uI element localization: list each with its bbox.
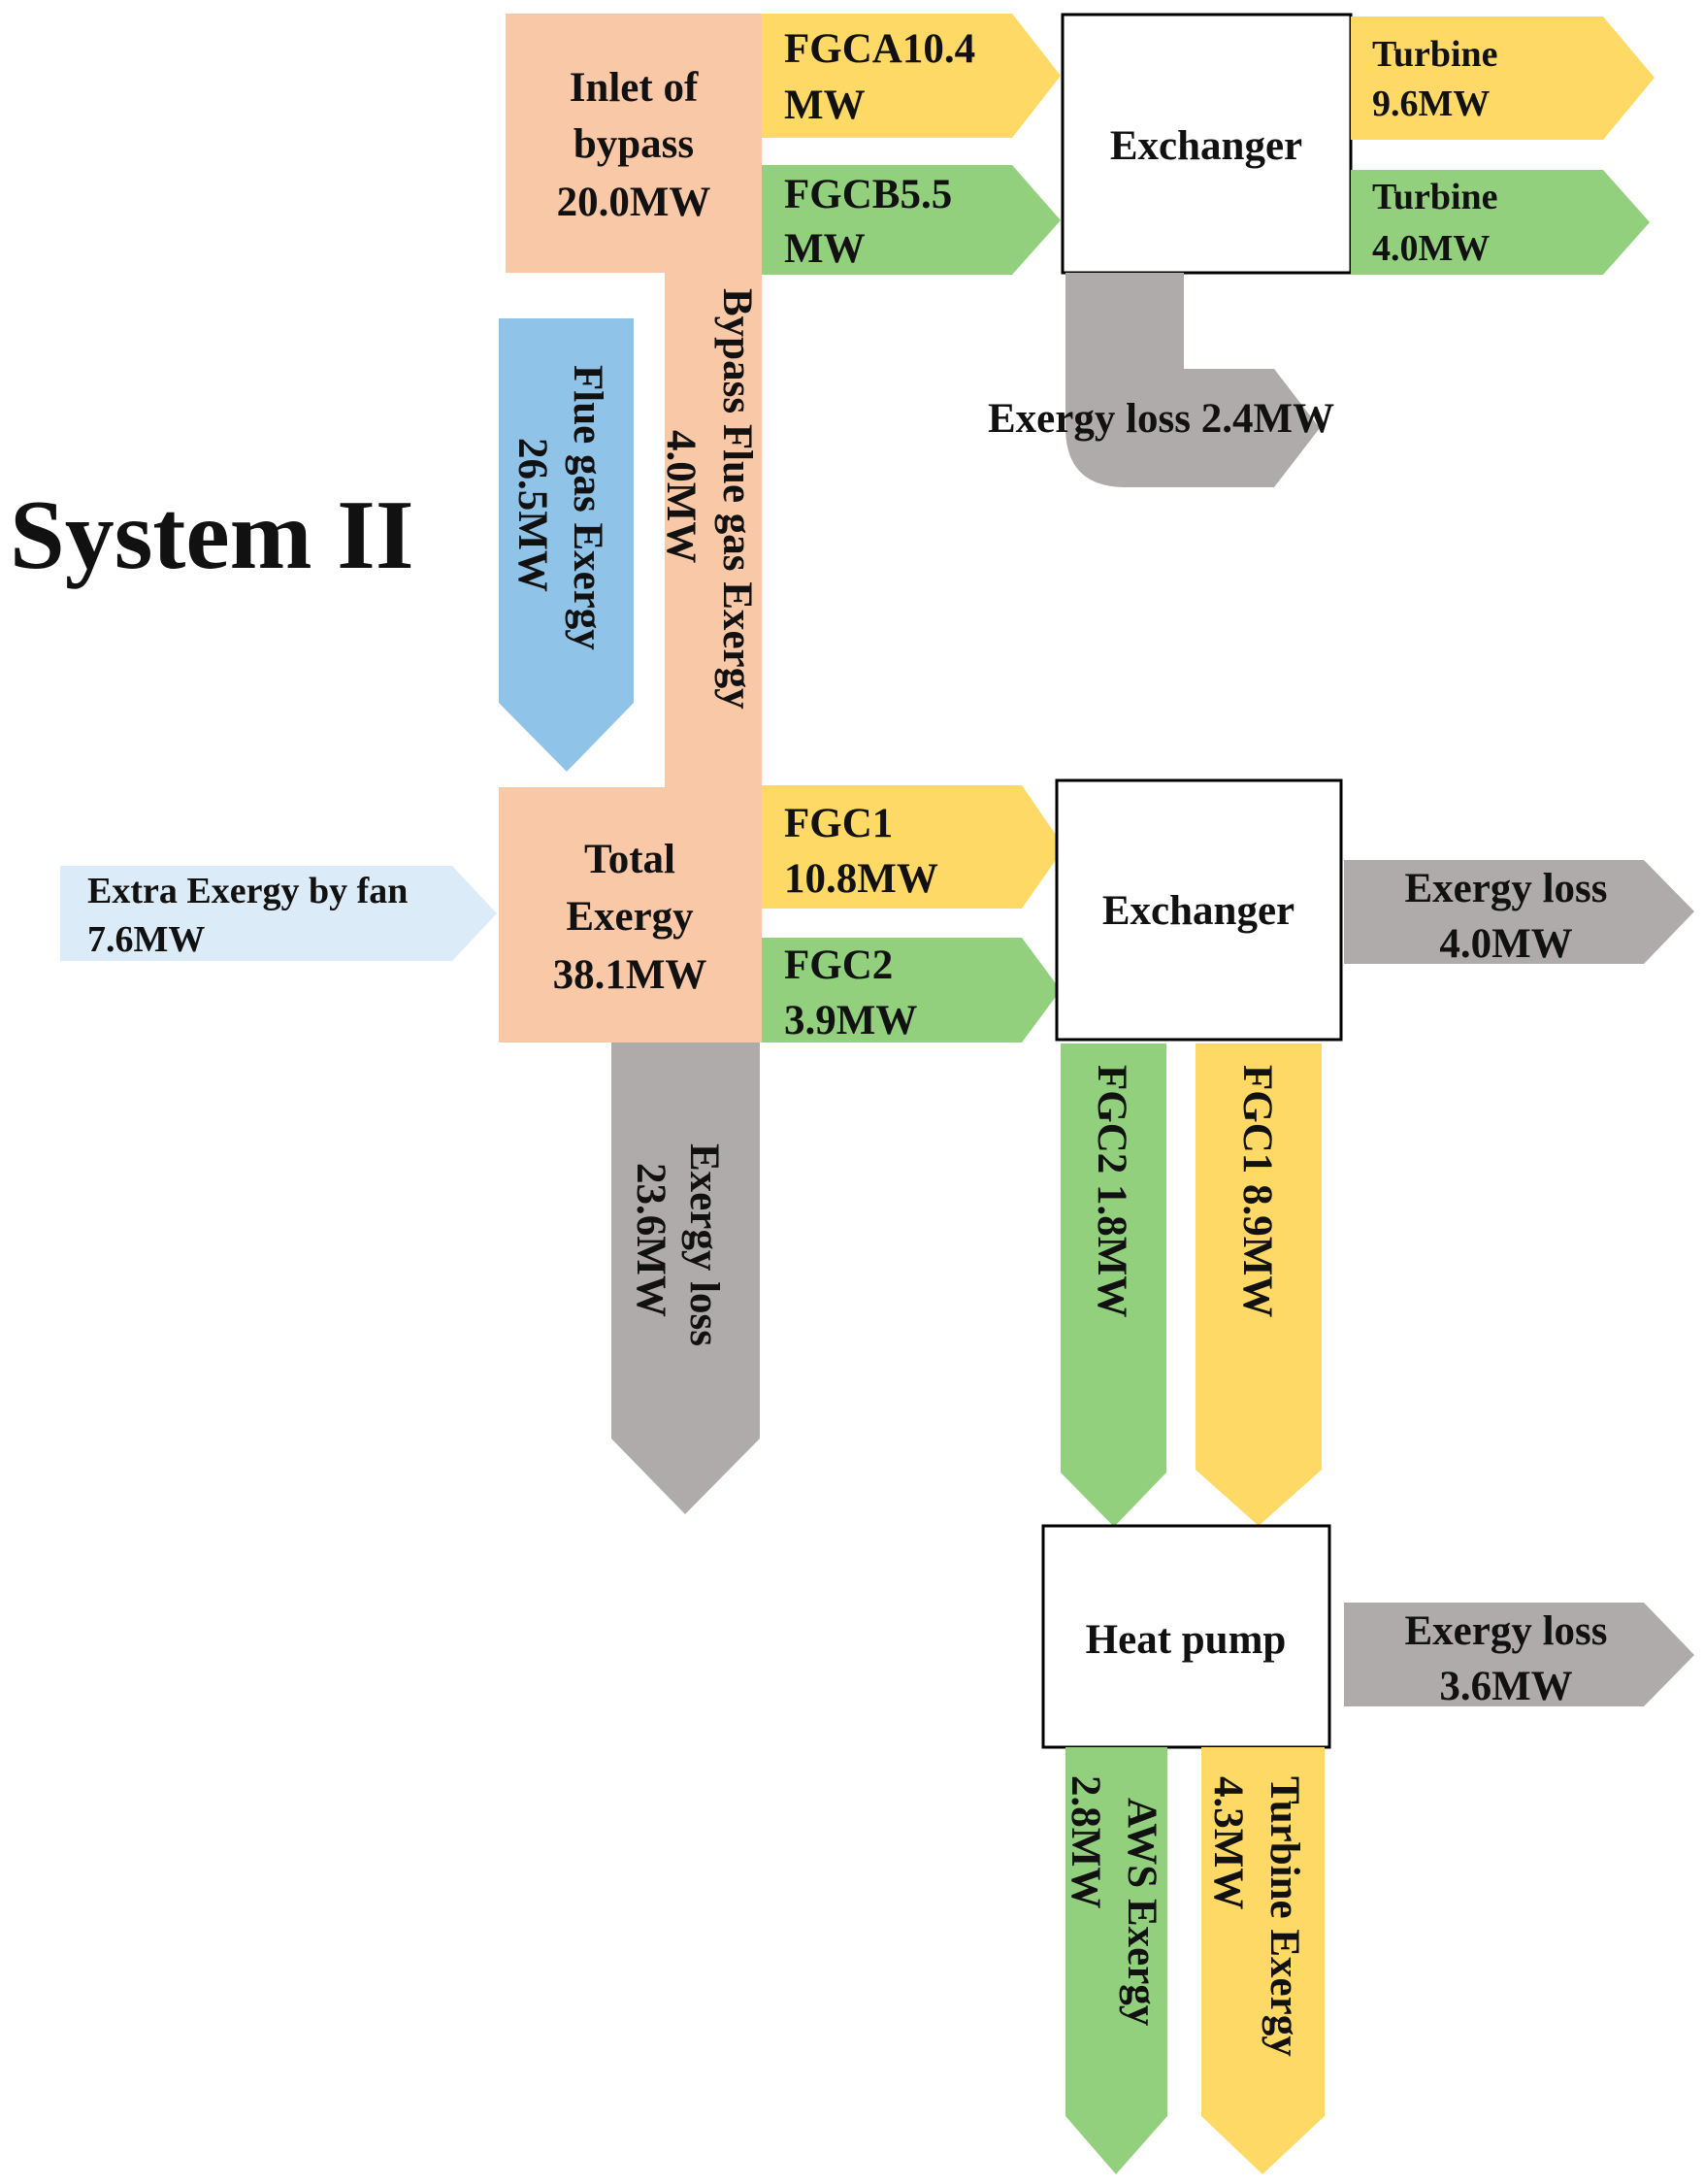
turbine-top2-label: Turbine [1372,177,1498,217]
turbine-exergy-arrow [1201,1747,1325,2174]
exchanger-mid-loss-label: Exergy loss [1404,866,1607,911]
heat-pump-loss-arrow [1344,1603,1694,1706]
turbine-top1-label: Turbine [1372,34,1498,75]
flue-gas-value: 26.5MW [509,438,555,592]
heat-pump-loss-value: 3.6MW [1439,1664,1572,1709]
fgca-label-line2: MW [784,83,866,128]
exchanger-top-loss-arrow [1065,273,1320,487]
fgc2-label: FGC2 [784,943,893,988]
exchanger-top-loss-label: Exergy loss 2.4MW [988,396,1334,442]
fgc1-label: FGC1 [784,801,893,846]
fgca-arrow [762,14,1061,138]
fgcb-label-line1: FGCB5.5 [784,172,952,217]
heat-pump-label: Heat pump [1086,1617,1287,1663]
fgc1-down-label: FGC1 8.9MW [1234,1065,1280,1317]
exchanger-mid-loss-arrow [1344,860,1694,964]
fgc1-arrow [762,785,1065,909]
total-label-line1: Total [584,837,675,882]
inlet-value: 20.0MW [557,180,711,225]
aws-value: 2.8MW [1063,1775,1108,1908]
fgc1-down-arrow [1196,1043,1322,1526]
inlet-label-line2: bypass [573,121,694,167]
fgc1-value: 10.8MW [784,856,938,902]
total-loss-value: 23.6MW [628,1163,673,1317]
bypass-flue-label: Bypass Flue gas Exergy [714,288,760,710]
flue-gas-exergy-arrow [499,318,634,772]
turbine-exergy-label: Turbine Exergy [1262,1776,1307,2057]
aws-label: AWS Exergy [1119,1798,1164,2027]
fgc2-down-arrow [1061,1043,1166,1527]
total-loss-label: Exergy loss [681,1143,727,1346]
exchanger-top-label: Exchanger [1110,123,1302,169]
inlet-of-bypass-node [506,14,762,273]
diagram-title: System II [10,480,414,590]
extra-fan-label: Extra Exergy by fan [87,871,408,911]
total-exergy-node [499,787,762,1042]
turbine-output-arrow-2 [1351,170,1650,275]
fgca-label-line1: FGCA10.4 [784,26,975,72]
turbine-top2-value: 4.0MW [1372,228,1490,269]
exchanger-mid-box [1055,778,1343,1042]
aws-exergy-arrow [1065,1747,1167,2174]
exchanger-mid-loss-value: 4.0MW [1439,921,1572,967]
fgcb-label-line2: MW [784,226,866,272]
fgc2-arrow [762,938,1061,1042]
turbine-top1-value: 9.6MW [1372,83,1490,124]
turbine-output-arrow-1 [1351,17,1655,140]
extra-fan-value: 7.6MW [87,919,205,960]
extra-exergy-fan-arrow [60,866,497,961]
turbine-exergy-value: 4.3MW [1205,1776,1251,1909]
heat-pump-box [1041,1524,1331,1749]
flue-gas-label: Flue gas Exergy [565,365,610,650]
fgc2-value: 3.9MW [784,998,917,1043]
exchanger-top-box [1061,13,1353,275]
heat-pump-loss-label: Exergy loss [1404,1608,1607,1654]
exchanger-mid-label: Exchanger [1102,888,1294,934]
bypass-flue-value: 4.0MW [658,430,704,563]
total-value: 38.1MW [553,952,707,998]
fgc2-down-label: FGC2 1.8MW [1089,1065,1134,1317]
total-exergy-loss-arrow [611,1042,760,1514]
total-label-line2: Exergy [566,894,694,940]
inlet-label-line1: Inlet of [570,65,699,111]
bypass-flue-gas-stem [665,273,762,787]
fgcb-arrow [762,165,1061,275]
